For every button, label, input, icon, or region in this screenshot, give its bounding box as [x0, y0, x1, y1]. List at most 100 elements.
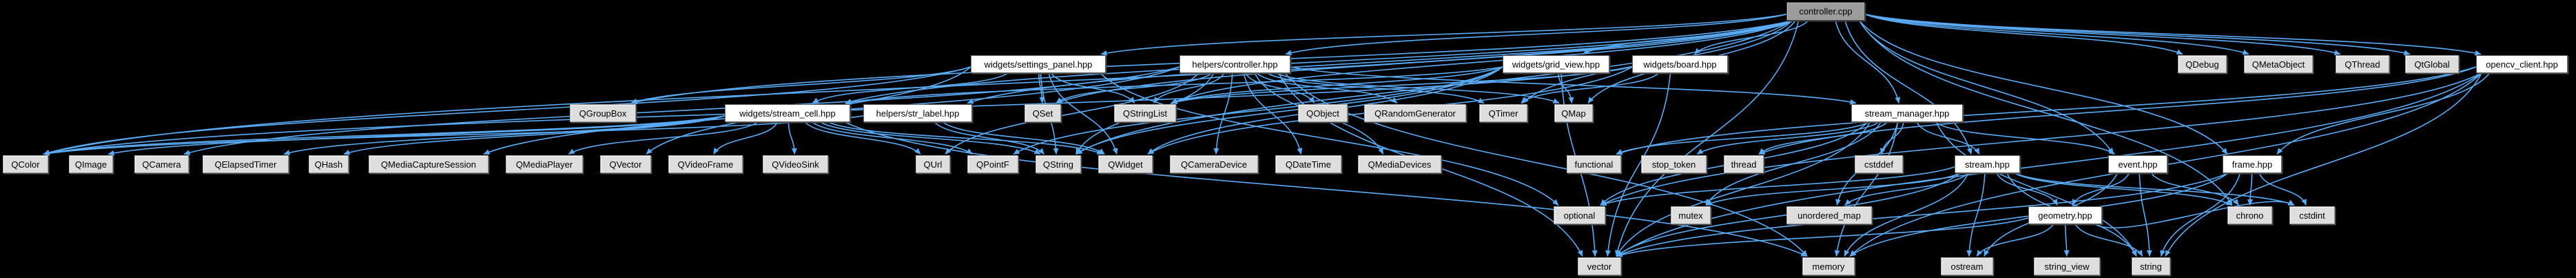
- node-stream_manager[interactable]: stream_manager.hpp: [1851, 104, 1963, 122]
- node-qhash[interactable]: QHash: [309, 155, 349, 173]
- node-qdebug[interactable]: QDebug: [2178, 55, 2227, 73]
- node-qcolor[interactable]: QColor: [3, 155, 48, 173]
- edge-controller_cpp-to-opencv_client: [1864, 13, 2482, 56]
- node-opencv_client[interactable]: opencv_client.hpp: [2476, 55, 2568, 73]
- node-thread[interactable]: thread: [1724, 155, 1764, 173]
- node-qmap[interactable]: QMap: [1554, 104, 1593, 122]
- node-qset[interactable]: QSet: [1024, 104, 1061, 122]
- edge-opencv_client-to-string: [2165, 72, 2482, 257]
- node-cstddef[interactable]: cstddef: [1855, 155, 1903, 173]
- edge-stream_manager-to-cstddef: [1879, 121, 1904, 155]
- node-board[interactable]: widgets/board.hpp: [1632, 55, 1728, 73]
- edge-geometry_hpp-to-string: [2074, 224, 2143, 257]
- node-qdatetime[interactable]: QDateTime: [1275, 155, 1341, 173]
- node-str_label[interactable]: helpers/str_label.hpp: [863, 104, 972, 122]
- node-qmetaobject[interactable]: QMetaObject: [2244, 55, 2313, 73]
- edge-stream_cell-to-qcolor: [43, 115, 725, 156]
- node-controller_hpp[interactable]: helpers/controller.hpp: [1179, 55, 1290, 73]
- node-qrandomgenerator[interactable]: QRandomGenerator: [1364, 104, 1466, 122]
- edge-controller_cpp-to-qmetaobject: [1864, 13, 2249, 55]
- node-memory[interactable]: memory: [1802, 257, 1855, 275]
- edge-geometry_hpp-to-ostream: [1976, 224, 2054, 257]
- edge-controller_cpp-to-vector: [1615, 20, 1800, 257]
- node-settings_panel[interactable]: widgets/settings_panel.hpp: [971, 55, 1106, 73]
- edge-str_label-to-qstring: [934, 121, 1045, 155]
- edge-stream_manager-to-stream_hpp: [1916, 121, 1980, 155]
- node-stream_hpp[interactable]: stream.hpp: [1955, 155, 2020, 173]
- edge-geometry_hpp-to-string_view: [2063, 224, 2070, 257]
- node-qstringlist[interactable]: QStringList: [1114, 104, 1176, 122]
- edge-stream_manager-to-vector: [1616, 121, 1871, 257]
- node-qgroupbox[interactable]: QGroupBox: [570, 104, 636, 122]
- edge-stream_cell-to-qwidget: [827, 121, 1104, 155]
- edge-settings_panel-to-stream_cell: [812, 72, 1009, 104]
- edge-controller_hpp-to-stream_manager: [1290, 66, 1857, 105]
- node-ostream[interactable]: ostream: [1941, 257, 1993, 275]
- node-qmediacapturesession[interactable]: QMediaCaptureSession: [369, 155, 488, 173]
- node-qmediaplayer[interactable]: QMediaPlayer: [506, 155, 583, 173]
- node-qvideosink[interactable]: QVideoSink: [763, 155, 828, 173]
- node-qpointf[interactable]: QPointF: [967, 155, 1018, 173]
- edge-stream_cell-to-qmediaplayer: [568, 121, 759, 155]
- node-qtglobal[interactable]: QtGlobal: [2405, 55, 2459, 73]
- node-qwidget[interactable]: QWidget: [1098, 155, 1153, 173]
- node-geometry_hpp[interactable]: geometry.hpp: [2028, 206, 2102, 224]
- edge-settings_panel-to-qgroupbox: [630, 66, 971, 104]
- edge-geometry_hpp-to-vector: [1616, 217, 2029, 257]
- node-qthread[interactable]: QThread: [2336, 55, 2389, 73]
- edge-controller_hpp-to-qdatetime: [1243, 72, 1303, 155]
- node-optional[interactable]: optional: [1554, 206, 1605, 224]
- edge-opencv_client-to-optional: [1600, 72, 2482, 206]
- edge-stream_hpp-to-geometry_hpp: [1996, 172, 2058, 206]
- node-qimage[interactable]: QImage: [69, 155, 113, 173]
- edge-stream_hpp-to-chrono: [2014, 172, 2233, 206]
- edge-stream_hpp-to-optional: [1600, 166, 1955, 206]
- node-qmediadevices[interactable]: QMediaDevices: [1358, 155, 1441, 173]
- node-qobject[interactable]: QObject: [1298, 104, 1348, 122]
- node-event_hpp[interactable]: event.hpp: [2108, 155, 2167, 173]
- node-qstring[interactable]: QString: [1035, 155, 1081, 173]
- node-chrono[interactable]: chrono: [2227, 206, 2272, 224]
- node-string_view[interactable]: string_view: [2034, 257, 2100, 275]
- edge-stream_manager-to-string: [1935, 121, 2137, 257]
- edge-controller_cpp-to-qtglobal: [1864, 13, 2411, 56]
- edge-stream_manager-to-event_hpp: [1934, 121, 2115, 155]
- edge-frame_hpp-to-vector: [1616, 172, 2229, 257]
- node-string[interactable]: string: [2132, 257, 2170, 275]
- node-qcamera[interactable]: QCamera: [134, 155, 189, 173]
- edge-board-to-vector: [1605, 72, 1671, 257]
- edge-grid_view-to-stream_cell: [845, 66, 1503, 105]
- edge-stream_hpp-to-cstdint: [2014, 172, 2295, 206]
- node-cstdint[interactable]: cstdint: [2289, 206, 2335, 224]
- edge-controller_cpp-to-stream_hpp: [1844, 20, 1972, 155]
- edge-grid_view-to-qstringlist: [1171, 66, 1503, 104]
- edge-stream_cell-to-qvideoframe: [713, 121, 779, 155]
- node-controller_cpp[interactable]: controller.cpp: [1786, 2, 1865, 21]
- node-qtimer[interactable]: QTimer: [1479, 104, 1527, 122]
- node-qelapsedtimer[interactable]: QElapsedTimer: [203, 155, 289, 173]
- edge-opencv_client-to-thread: [1758, 66, 2477, 155]
- edge-opencv_client-to-functional: [1616, 66, 2477, 155]
- node-vector[interactable]: vector: [1578, 257, 1621, 275]
- node-functional[interactable]: functional: [1567, 155, 1621, 173]
- edge-stream_cell-to-qhash: [343, 115, 725, 155]
- node-unordered_map[interactable]: unordered_map: [1786, 206, 1872, 224]
- edge-stream_cell-to-qstring: [819, 121, 1041, 155]
- node-qvector[interactable]: QVector: [600, 155, 651, 173]
- node-qvideoframe[interactable]: QVideoFrame: [668, 155, 743, 173]
- node-qurl[interactable]: QUrl: [916, 155, 950, 173]
- edge-settings_panel-to-optional: [1100, 72, 1559, 206]
- node-mutex[interactable]: mutex: [1671, 206, 1711, 224]
- edge-grid_view-to-qpointf: [1013, 66, 1503, 155]
- node-frame_hpp[interactable]: frame.hpp: [2223, 155, 2282, 173]
- edge-str_label-to-qwidget: [942, 121, 1105, 155]
- edge-stream_hpp-to-unordered_map: [1844, 172, 1969, 206]
- node-stream_cell[interactable]: widgets/stream_cell.hpp: [725, 104, 850, 122]
- node-qcameradevice[interactable]: QCameraDevice: [1170, 155, 1258, 173]
- edge-stream_manager-to-functional: [1616, 121, 1870, 155]
- edge-grid_view-to-qstring: [1075, 66, 1503, 155]
- edge-controller_hpp-to-qobject: [1245, 72, 1315, 103]
- node-grid_view[interactable]: widgets/grid_view.hpp: [1503, 55, 1609, 73]
- node-stop_token[interactable]: stop_token: [1641, 155, 1707, 173]
- edge-stream_cell-to-qvideosink: [787, 121, 797, 155]
